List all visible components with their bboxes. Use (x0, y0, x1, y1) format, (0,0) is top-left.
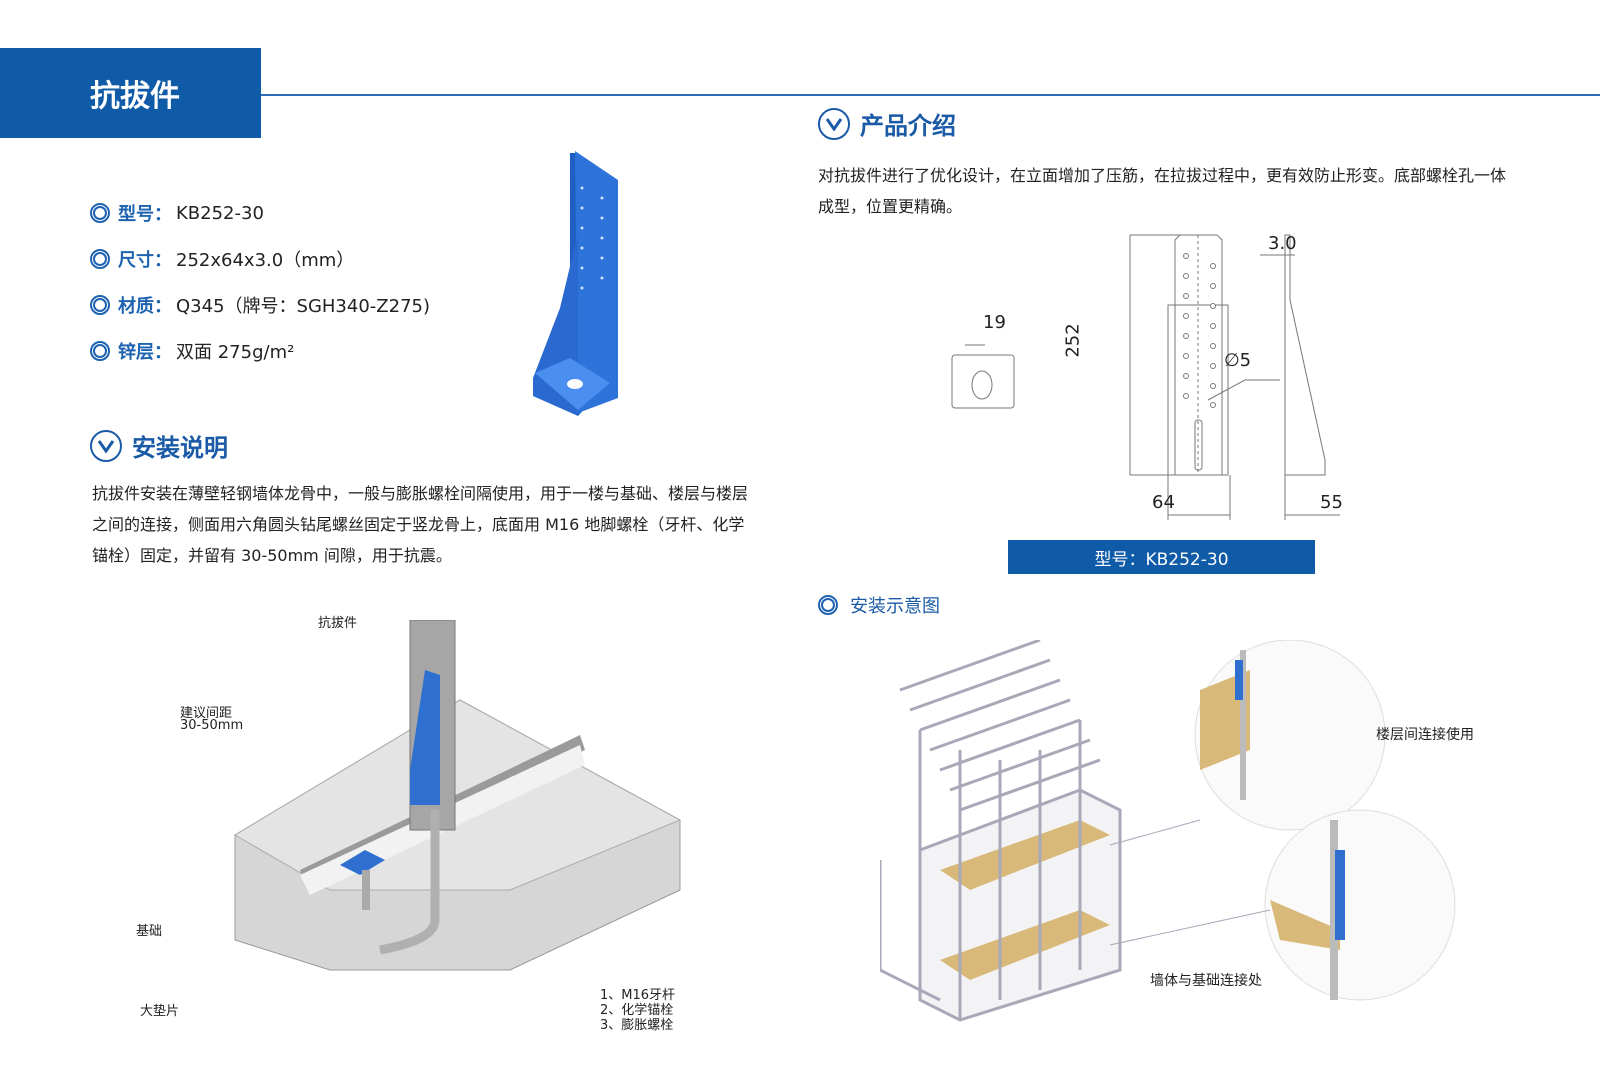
intro-text: 对抗拔件进行了优化设计，在立面增加了压筋，在拉拔过程中，更有效防止形变。底部螺栓… (818, 166, 1507, 216)
ring-bullet-icon (90, 341, 110, 361)
model-label-bar: 型号：KB252-30 (1008, 540, 1315, 574)
spec-size: 尺寸：252x64x3.0（mm） (90, 246, 354, 272)
ring-bullet-icon (90, 295, 110, 315)
callout-foundation-connection: 墙体与基础连接处 (1150, 973, 1262, 989)
label-bolt-2: 2、化学锚栓 (600, 1003, 674, 1018)
product-image (533, 151, 618, 416)
header-divider (261, 94, 1600, 96)
technical-drawing (951, 234, 1340, 520)
dim-64: 64 (1152, 492, 1175, 513)
spec-zinc: 锌层：双面 275g/m² (90, 338, 294, 364)
intro-heading: 产品介绍 (818, 106, 956, 141)
dim-19: 19 (983, 312, 1006, 333)
install-heading: 安装说明 (90, 428, 228, 463)
label-foundation: 基础 (136, 924, 163, 939)
ring-bullet-icon (818, 595, 838, 615)
diagram-heading: 安装示意图 (818, 592, 940, 618)
chevron-down-icon (90, 429, 122, 462)
dim-thickness: 3.0 (1268, 233, 1297, 254)
label-gap: 建议间距 (180, 706, 233, 721)
steel-frame-diagram (880, 640, 1456, 1022)
ring-bullet-icon (90, 249, 110, 269)
chevron-down-icon (818, 107, 850, 140)
label-bolt-1: 1、M16牙杆 (600, 988, 676, 1003)
installation-diagram (234, 620, 682, 971)
label-gap-value: 30-50mm (180, 718, 244, 733)
dim-55: 55 (1320, 492, 1343, 513)
dim-hole-diameter: ∅5 (1224, 350, 1252, 371)
ring-bullet-icon (90, 203, 110, 223)
label-washer: 大垫片 (140, 1004, 180, 1019)
page-title: 抗拔件 (0, 48, 261, 138)
spec-model: 型号：KB252-30 (90, 200, 264, 226)
label-bolt-3: 3、膨胀螺栓 (600, 1018, 674, 1033)
install-text: 抗拔件安装在薄壁轻钢墙体龙骨中，一般与膨胀螺栓间隔使用，用于一楼与基础、楼层与楼… (92, 484, 749, 565)
dim-252: 252 (1062, 323, 1084, 358)
label-part: 抗拔件 (318, 616, 358, 631)
callout-floor-connection: 楼层间连接使用 (1376, 727, 1474, 743)
spec-material: 材质：Q345（牌号：SGH340-Z275) (90, 292, 430, 318)
